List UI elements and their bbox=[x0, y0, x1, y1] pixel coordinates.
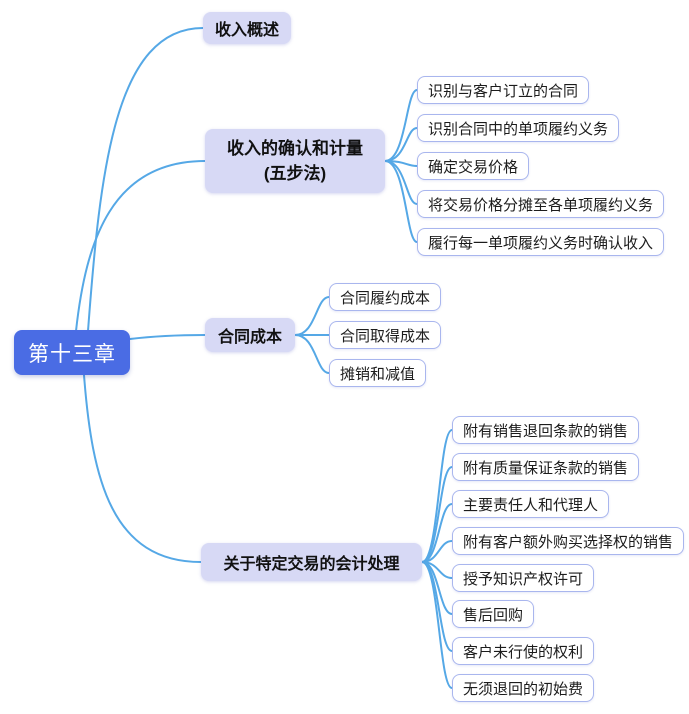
leaf-node-3-6[interactable]: 客户未行使的权利 bbox=[452, 637, 595, 665]
leaf-node-2-1[interactable]: 合同取得成本 bbox=[329, 321, 442, 349]
leaf-node-2-0[interactable]: 合同履约成本 bbox=[329, 283, 442, 311]
branch-node-3[interactable]: 关于特定交易的会计处理 bbox=[201, 543, 422, 581]
connector-line bbox=[421, 466, 453, 563]
connector-line bbox=[384, 89, 418, 162]
leaf-node-3-1[interactable]: 附有质量保证条款的销售 bbox=[452, 453, 640, 481]
connector-line bbox=[421, 561, 453, 652]
leaf-node-1-0[interactable]: 识别与客户订立的合同 bbox=[417, 76, 590, 104]
connector-line bbox=[421, 561, 453, 689]
connector-line bbox=[87, 27, 204, 332]
branch-node-0[interactable]: 收入概述 bbox=[203, 12, 291, 44]
connector-line bbox=[294, 296, 330, 336]
leaf-node-3-2[interactable]: 主要责任人和代理人 bbox=[452, 490, 610, 518]
leaf-node-1-3[interactable]: 将交易价格分摊至各单项履约义务 bbox=[417, 190, 665, 218]
connector-line bbox=[294, 334, 330, 374]
leaf-node-3-0[interactable]: 附有销售退回条款的销售 bbox=[452, 416, 640, 444]
connector-line bbox=[83, 374, 202, 563]
connector-line bbox=[384, 160, 418, 205]
connector-line bbox=[421, 429, 453, 563]
connector-line bbox=[384, 160, 418, 243]
connector-line bbox=[421, 540, 453, 563]
connector-line bbox=[384, 160, 418, 167]
connector-line bbox=[421, 503, 453, 563]
connector-line bbox=[421, 561, 453, 579]
leaf-node-1-1[interactable]: 识别合同中的单项履约义务 bbox=[417, 114, 620, 142]
connector-line bbox=[421, 561, 453, 615]
leaf-node-3-5[interactable]: 售后回购 bbox=[452, 600, 535, 628]
leaf-node-2-2[interactable]: 摊销和减值 bbox=[329, 359, 427, 387]
branch-node-2[interactable]: 合同成本 bbox=[205, 318, 295, 352]
root-node-chapter[interactable]: 第十三章 bbox=[14, 330, 130, 375]
leaf-node-3-4[interactable]: 授予知识产权许可 bbox=[452, 564, 595, 592]
leaf-node-3-3[interactable]: 附有客户额外购买选择权的销售 bbox=[452, 527, 685, 555]
connector-line bbox=[75, 160, 206, 332]
leaf-node-3-7[interactable]: 无须退回的初始费 bbox=[452, 674, 595, 702]
connector-line bbox=[129, 334, 206, 340]
leaf-node-1-2[interactable]: 确定交易价格 bbox=[417, 152, 530, 180]
leaf-node-1-4[interactable]: 履行每一单项履约义务时确认收入 bbox=[417, 228, 665, 256]
branch-node-1[interactable]: 收入的确认和计量 (五步法) bbox=[205, 129, 385, 193]
connector-line bbox=[384, 127, 418, 162]
